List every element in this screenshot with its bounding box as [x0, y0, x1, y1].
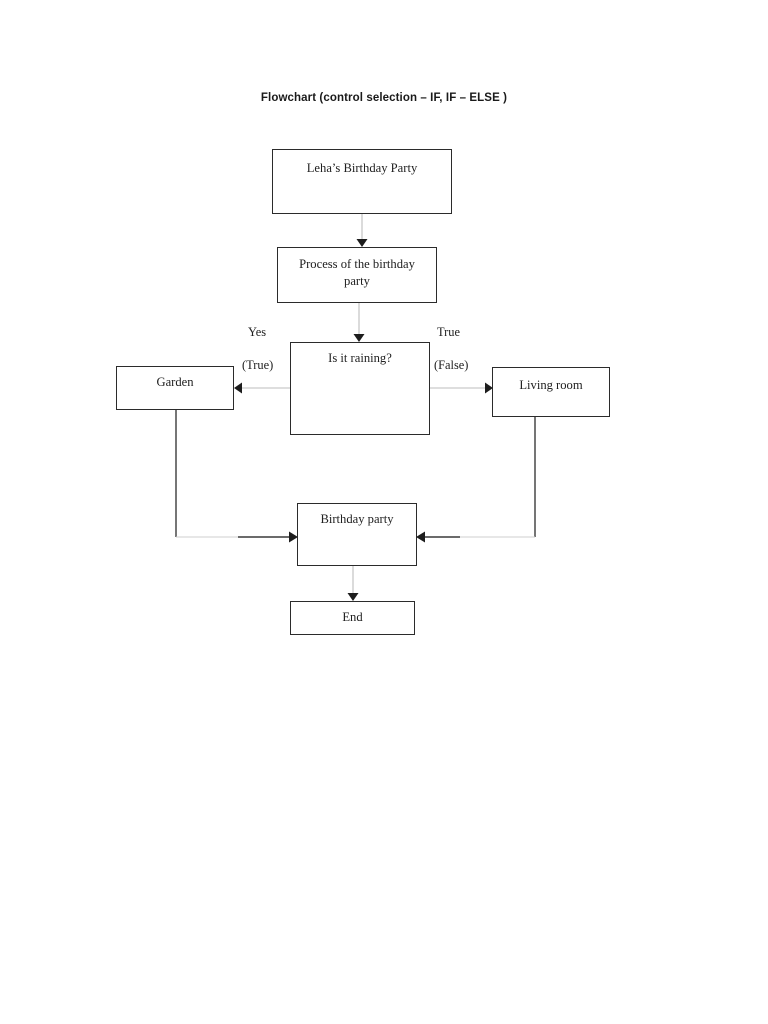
node-decision[interactable]: Is it raining? [290, 342, 430, 435]
node-end[interactable]: End [290, 601, 415, 635]
node-process-label: Process of the birthday party [299, 257, 415, 288]
node-start[interactable]: Leha’s Birthday Party [272, 149, 452, 214]
node-decision-label: Is it raining? [328, 351, 392, 365]
edge-decision-to-livingroom [430, 382, 493, 394]
edge-decision-to-garden [234, 382, 290, 394]
node-process[interactable]: Process of the birthday party [277, 247, 437, 303]
edge-garden-to-birthdayparty [175, 410, 298, 543]
edge-process-to-decision [353, 303, 365, 342]
edge-birthdayparty-to-end [347, 566, 359, 601]
node-end-label: End [342, 610, 363, 624]
edge-label-true: True [437, 325, 460, 339]
node-garden-label: Garden [156, 375, 194, 389]
page-title: Flowchart (control selection – IF, IF – … [260, 92, 508, 104]
edge-label-false-paren: (False) [434, 358, 469, 372]
edge-label-yes: Yes [248, 325, 267, 339]
edge-livingroom-to-birthdayparty [416, 417, 536, 543]
node-birthday-party-label: Birthday party [320, 512, 394, 526]
node-living-room-label: Living room [519, 378, 583, 392]
edge-label-true-paren: (True) [242, 358, 274, 372]
edge-start-to-process [356, 214, 368, 247]
node-start-label: Leha’s Birthday Party [306, 161, 418, 175]
node-garden[interactable]: Garden [116, 366, 234, 410]
node-birthday-party[interactable]: Birthday party [297, 503, 417, 566]
node-living-room[interactable]: Living room [492, 367, 610, 417]
